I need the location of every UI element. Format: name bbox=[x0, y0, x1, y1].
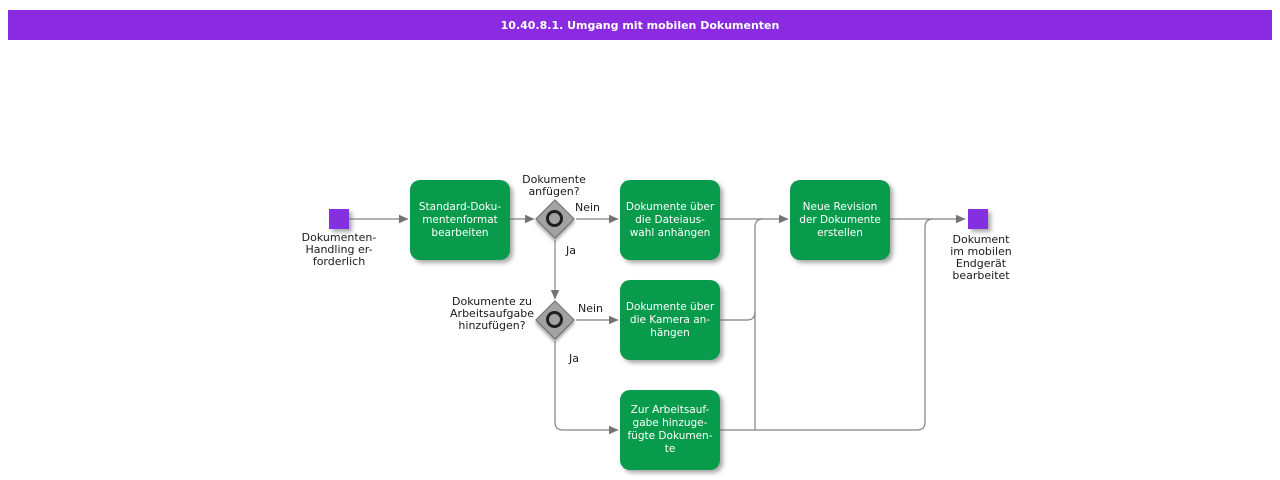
edge-label-ja-1: Ja bbox=[566, 244, 576, 257]
diagram-title: 10.40.8.1. Umgang mit mobilen Dokumenten bbox=[500, 18, 780, 32]
edge-label-nein-1: Nein bbox=[575, 201, 601, 214]
end-event-node bbox=[968, 209, 988, 229]
gateway-circle-icon bbox=[546, 311, 563, 328]
task-hinzugefuegte-dokumente[interactable]: Zur Arbeitsauf- gabe hinzuge- fügte Doku… bbox=[620, 390, 720, 470]
task-dateiauswahl-anhaengen[interactable]: Dokumente über die Dateiaus- wahl anhäng… bbox=[620, 180, 720, 260]
gateway-circle-icon bbox=[546, 210, 563, 227]
start-event-label: Dokumenten- Handling er- forderlich bbox=[301, 231, 377, 268]
edge-hinzugefuegte-bottom-route bbox=[720, 218, 934, 431]
task-kamera-anhaengen[interactable]: Dokumente über die Kamera an- hängen bbox=[620, 280, 720, 360]
start-event-node bbox=[329, 209, 349, 229]
edge-label-ja-2: Ja bbox=[569, 352, 579, 365]
task-standard-dokumentenformat[interactable]: Standard-Doku- mentenformat bearbeiten bbox=[410, 180, 510, 260]
edge-label-nein-2: Nein bbox=[578, 302, 604, 315]
edge-decision2-ja-to-hinzugefuegte bbox=[554, 341, 619, 435]
diagram-title-bar: 10.40.8.1. Umgang mit mobilen Dokumenten bbox=[8, 10, 1272, 40]
end-event-label: Dokument im mobilen Endgerät bearbeitet bbox=[950, 233, 1012, 282]
decision-1-question: Dokumente anfügen? bbox=[522, 173, 586, 198]
edge-kamera-merge bbox=[720, 311, 756, 321]
decision-2-question: Dokumente zu Arbeitsaufgabe hinzufügen? bbox=[450, 295, 534, 332]
edge-merge-vertical bbox=[754, 218, 764, 430]
task-neue-revision-erstellen[interactable]: Neue Revision der Dokumente erstellen bbox=[790, 180, 890, 260]
